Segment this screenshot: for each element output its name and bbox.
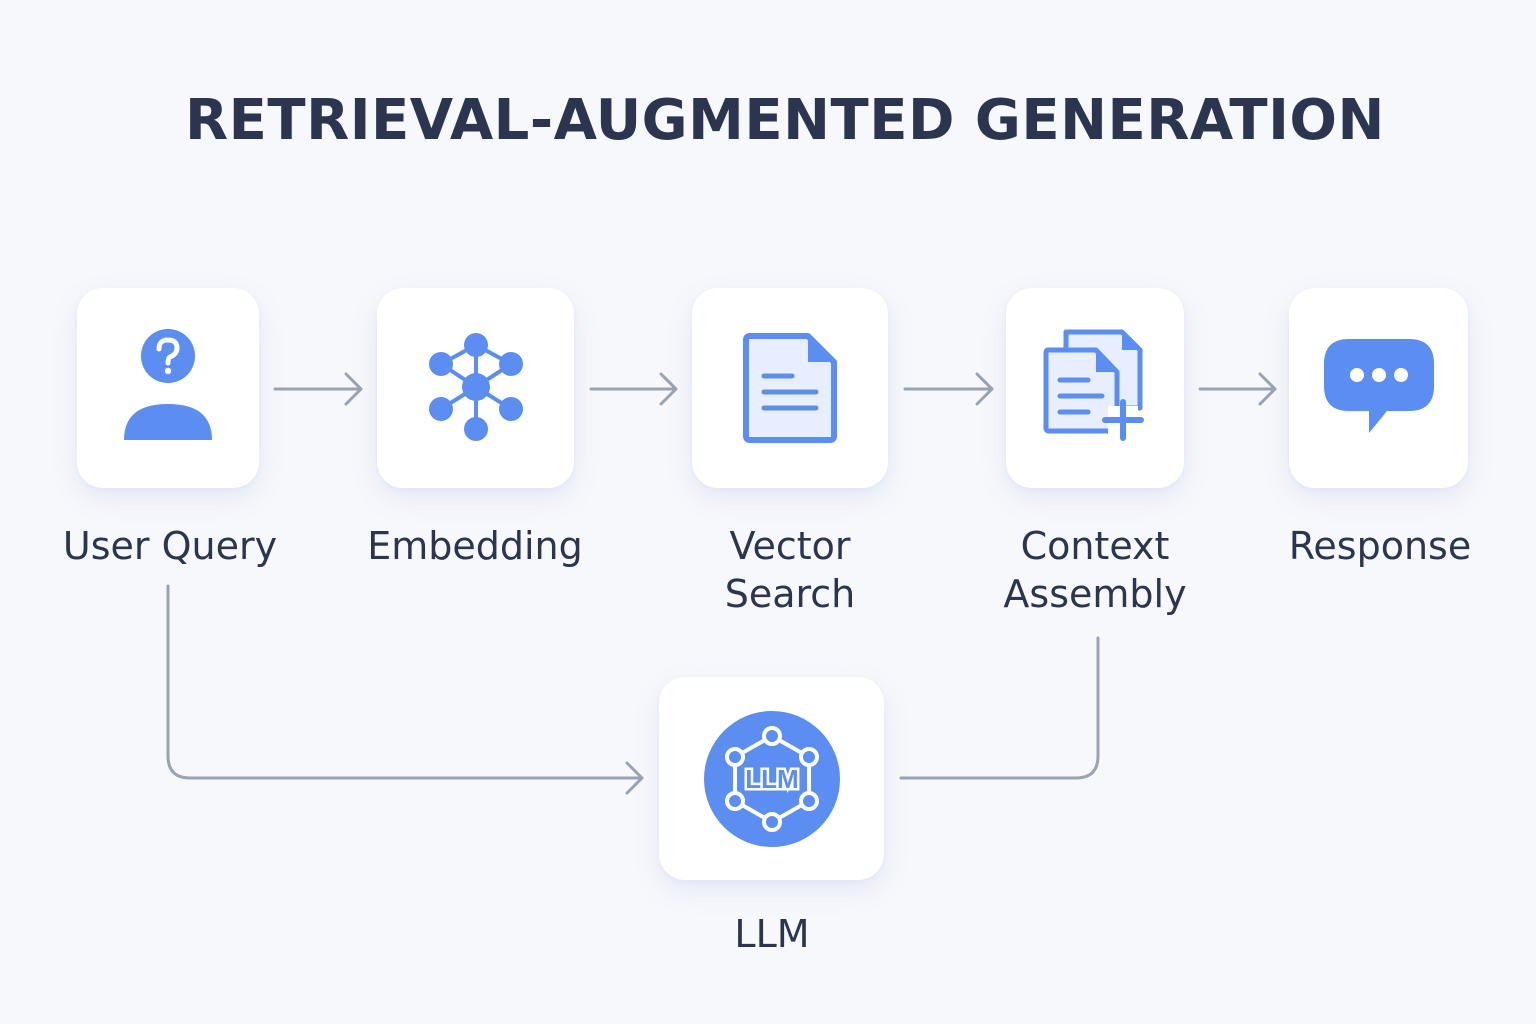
step-label-context-assembly: Context Assembly <box>1003 524 1187 616</box>
llm-card: LLM <box>659 677 884 880</box>
network-nodes-icon <box>428 332 523 441</box>
llm-icon-text: LLM <box>745 764 798 794</box>
document-icon <box>743 333 837 443</box>
arrow-context-to-response <box>1198 372 1277 406</box>
diagram-title: RETRIEVAL-AUGMENTED GENERATION <box>185 88 1385 153</box>
line-context-to-llm <box>899 636 1100 780</box>
step-card-vector-search <box>692 288 888 488</box>
step-card-context-assembly <box>1006 288 1184 488</box>
arrow-vector-search-to-context <box>903 372 994 406</box>
arrow-query-to-embedding <box>273 372 363 406</box>
step-label-user-query: User Query <box>62 524 278 568</box>
llm-label: LLM <box>734 912 810 956</box>
step-card-user-query <box>77 288 259 488</box>
step-label-response: Response <box>1288 524 1472 568</box>
arrow-query-to-llm <box>166 584 644 795</box>
documents-add-icon <box>1043 329 1144 441</box>
step-card-response <box>1289 288 1468 488</box>
step-label-embedding: Embedding <box>367 524 583 568</box>
step-label-vector-search: Vector Search <box>724 524 856 616</box>
user-question-icon <box>124 329 212 440</box>
chat-bubble-icon <box>1323 339 1434 433</box>
step-card-embedding <box>377 288 574 488</box>
arrow-embedding-to-vector-search <box>589 372 678 406</box>
llm-network-icon: LLM <box>703 710 840 847</box>
